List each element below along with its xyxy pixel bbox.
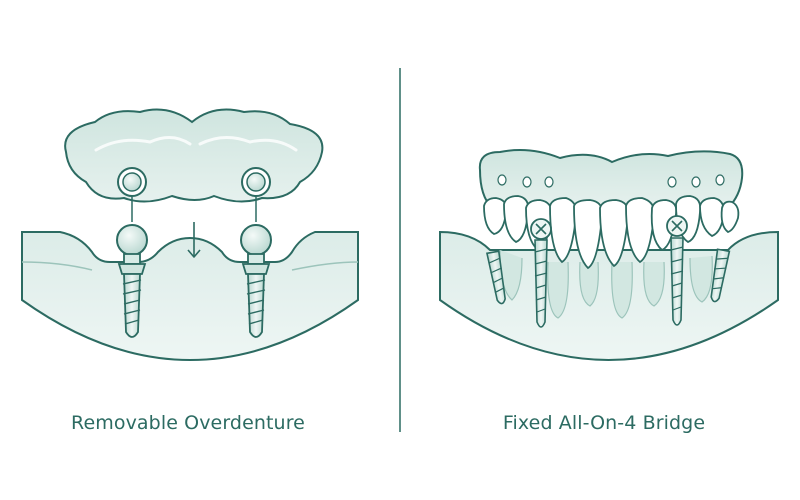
- ball-implant-right: [240, 224, 272, 338]
- all-on-4-panel: [439, 149, 779, 361]
- caption-fixed-all-on-4-bridge: Fixed All-On-4 Bridge: [502, 412, 706, 434]
- down-arrow-icon: [187, 222, 201, 258]
- caption-removable-overdenture: Removable Overdenture: [71, 412, 305, 434]
- bridge-teeth: [483, 195, 740, 270]
- implant-inner-right: [670, 237, 684, 326]
- overdenture-panel: [21, 108, 359, 361]
- denture-plate: [64, 108, 324, 203]
- implant-outer-right: [710, 248, 731, 303]
- denture-plate-highlight: [94, 136, 298, 152]
- bridge-vent-dots: [497, 174, 725, 188]
- bridge-gum-drips: [499, 249, 713, 319]
- bridge-screw-right: [666, 215, 688, 237]
- lower-jaw-gum: [21, 231, 359, 361]
- plate-socket-right: [241, 167, 271, 197]
- bridge-screw-left: [530, 218, 552, 240]
- implant-inner-left: [534, 239, 548, 328]
- implant-outer-left: [486, 250, 506, 305]
- jaw-inner-line: [21, 261, 359, 271]
- plate-socket-left: [117, 167, 147, 197]
- ball-implant-left: [116, 224, 148, 338]
